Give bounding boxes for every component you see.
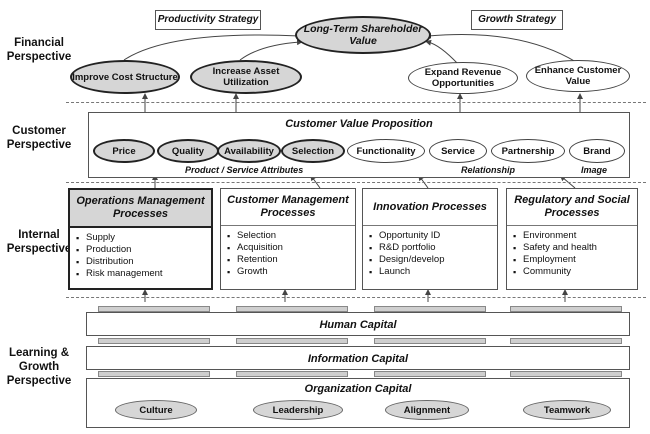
stub — [236, 306, 348, 312]
teamwork-node: Teamwork — [523, 400, 611, 420]
list-item: Employment — [513, 254, 637, 266]
stub — [236, 338, 348, 344]
customer-value-proposition-box: Customer Value Proposition Price Quality… — [88, 112, 630, 178]
leadership-node: Leadership — [253, 400, 343, 420]
financial-perspective-label: Financial Perspective — [6, 37, 72, 63]
regulatory-social-title: Regulatory and Social Processes — [507, 189, 637, 226]
cvp-price: Price — [93, 139, 155, 163]
list-item: R&D portfolio — [369, 242, 497, 254]
cvp-availability: Availability — [217, 139, 281, 163]
stub — [510, 338, 622, 344]
productivity-strategy-label: Productivity Strategy — [155, 10, 261, 30]
operations-management-processes-box: Operations Management Processes Supply P… — [68, 188, 213, 290]
divider-financial-customer — [66, 102, 646, 103]
cvp-service: Service — [429, 139, 487, 163]
organization-capital-box: Organization Capital Culture Leadership … — [86, 378, 630, 428]
cvp-partnership: Partnership — [491, 139, 565, 163]
list-item: Design/develop — [369, 254, 497, 266]
list-item: Opportunity ID — [369, 230, 497, 242]
stub — [236, 371, 348, 377]
growth-strategy-label: Growth Strategy — [471, 10, 563, 30]
cvp-functionality: Functionality — [347, 139, 425, 163]
internal-perspective-label: Internal Perspective — [6, 229, 72, 255]
stub — [98, 371, 210, 377]
list-item: Risk management — [76, 268, 211, 280]
product-service-attributes-label: Product / Service Attributes — [185, 165, 304, 175]
stub — [374, 371, 486, 377]
relationship-label: Relationship — [461, 165, 516, 175]
organization-capital-title: Organization Capital — [304, 383, 412, 395]
operations-management-title: Operations Management Processes — [70, 190, 211, 228]
expand-revenue-opportunities-node: Expand Revenue Opportunities — [408, 62, 518, 94]
human-capital-band: Human Capital — [86, 312, 630, 336]
cvp-selection: Selection — [281, 139, 345, 163]
information-capital-band: Information Capital — [86, 346, 630, 370]
increase-asset-utilization-node: Increase Asset Utilization — [190, 60, 302, 94]
customer-management-title: Customer Management Processes — [221, 189, 355, 226]
list-item: Supply — [76, 232, 211, 244]
culture-node: Culture — [115, 400, 197, 420]
learning-perspective-label: Learning & Growth Perspective — [6, 347, 72, 387]
cvp-quality: Quality — [157, 139, 219, 163]
list-item: Distribution — [76, 256, 211, 268]
divider-customer-internal — [66, 182, 646, 183]
list-item: Retention — [227, 254, 355, 266]
cvp-brand: Brand — [569, 139, 625, 163]
stub — [374, 306, 486, 312]
stub — [98, 306, 210, 312]
customer-management-processes-box: Customer Management Processes Selection … — [220, 188, 356, 290]
divider-internal-learning — [66, 297, 646, 298]
stub — [510, 306, 622, 312]
list-item: Growth — [227, 266, 355, 278]
image-label: Image — [581, 165, 608, 175]
list-item: Community — [513, 266, 637, 278]
stub — [510, 371, 622, 377]
regulatory-social-processes-box: Regulatory and Social Processes Environm… — [506, 188, 638, 290]
list-item: Environment — [513, 230, 637, 242]
alignment-node: Alignment — [385, 400, 469, 420]
list-item: Safety and health — [513, 242, 637, 254]
stub — [98, 338, 210, 344]
list-item: Launch — [369, 266, 497, 278]
innovation-processes-box: Innovation Processes Opportunity ID R&D … — [362, 188, 498, 290]
list-item: Production — [76, 244, 211, 256]
list-item: Selection — [227, 230, 355, 242]
list-item: Acquisition — [227, 242, 355, 254]
customer-perspective-label: Customer Perspective — [6, 125, 72, 151]
enhance-customer-value-node: Enhance Customer Value — [526, 60, 630, 92]
innovation-title: Innovation Processes — [363, 189, 497, 226]
improve-cost-structure-node: Improve Cost Structure — [70, 60, 180, 94]
long-term-shareholder-value-node: Long-Term Shareholder Value — [295, 16, 431, 54]
customer-value-proposition-title: Customer Value Proposition — [285, 118, 433, 130]
stub — [374, 338, 486, 344]
